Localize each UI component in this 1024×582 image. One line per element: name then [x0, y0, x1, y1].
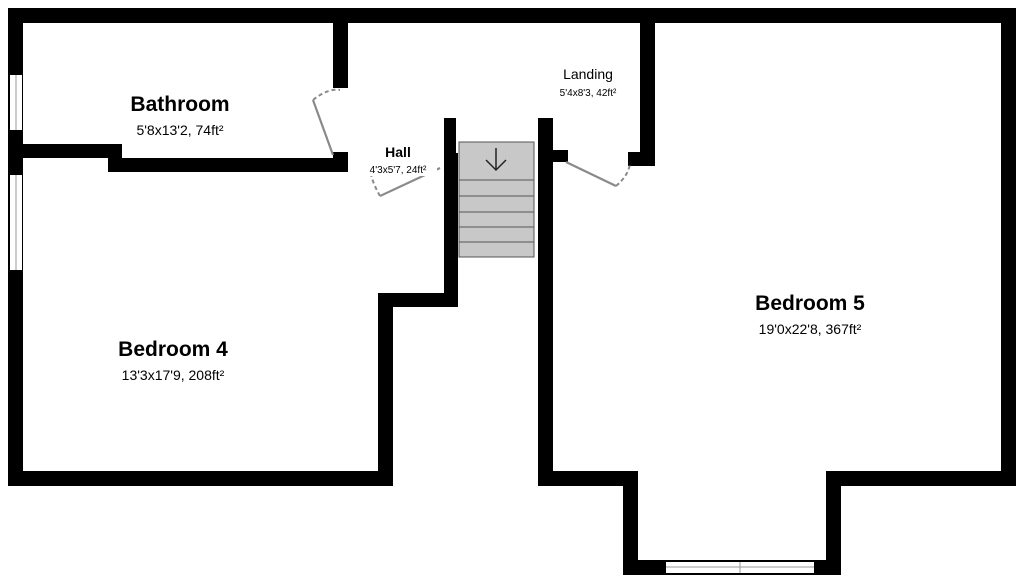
room-dimensions: 5'8x13'2, 74ft² — [136, 122, 223, 138]
room-bathroom: Bathroom 5'8x13'2, 74ft² — [130, 93, 229, 138]
room-name: Bedroom 4 — [118, 338, 228, 361]
windows — [10, 75, 814, 573]
room-name: Bedroom 5 — [755, 292, 865, 315]
room-landing: Landing 5'4x8'3, 42ft² — [560, 66, 617, 99]
room-bedroom4: Bedroom 4 13'3x17'9, 208ft² — [118, 338, 228, 383]
bathroom-door — [311, 99, 335, 156]
room-name: Landing — [563, 66, 613, 82]
down-arrow-icon — [485, 148, 507, 172]
room-dimensions: 5'4x8'3, 42ft² — [560, 88, 617, 99]
room-dimensions: 4'3x5'7, 24ft² — [370, 165, 427, 176]
room-dimensions: 13'3x17'9, 208ft² — [122, 367, 225, 383]
room-name: Bathroom — [130, 93, 229, 116]
room-name: Hall — [385, 144, 411, 160]
room-hall: Hall 4'3x5'7, 24ft² — [359, 144, 437, 176]
room-bedroom5: Bedroom 5 19'0x22'8, 367ft² — [755, 292, 865, 337]
walls — [8, 8, 1016, 575]
stairs — [458, 141, 535, 258]
room-dimensions: 19'0x22'8, 367ft² — [759, 321, 862, 337]
bedroom5-door — [565, 161, 617, 187]
